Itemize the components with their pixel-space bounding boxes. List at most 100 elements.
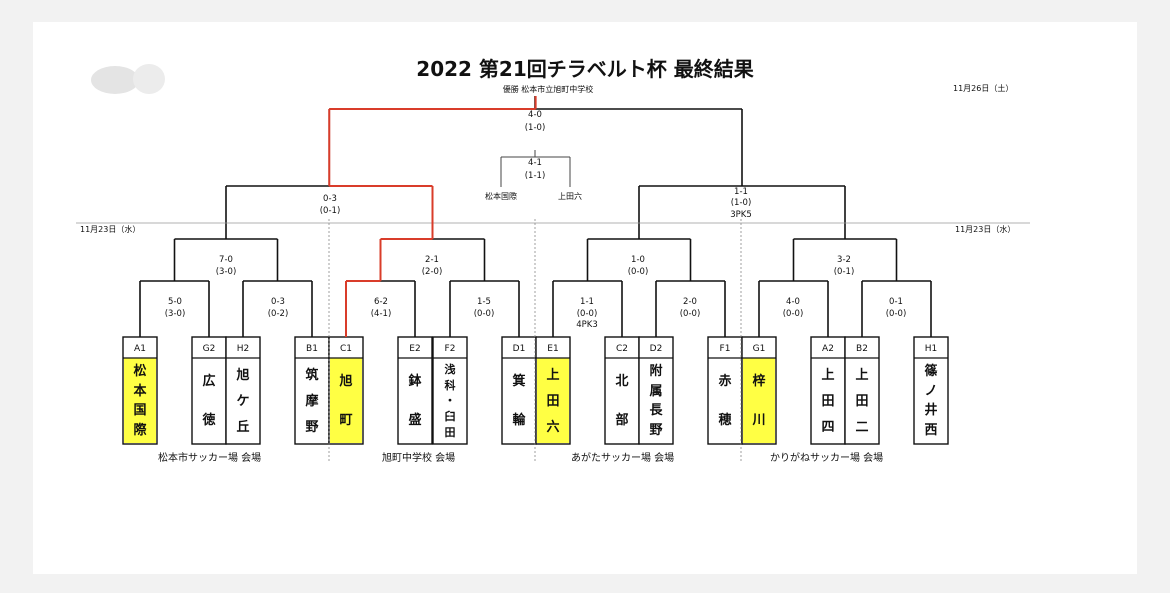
round1-date-left: 11月23日（水）: [80, 225, 141, 234]
team-name-char: 附: [649, 364, 663, 380]
r1-score: 0-3: [271, 297, 285, 307]
team-name-char: 箕: [512, 374, 526, 389]
team-box: [397, 336, 433, 445]
r1-halftime: (0-0): [473, 309, 495, 319]
team-code: G1: [752, 344, 766, 354]
team-name-char: 輪: [512, 413, 526, 428]
team-name: 松本国際: [123, 362, 157, 440]
team-name-char: 丘: [236, 419, 250, 435]
team-code: F2: [444, 344, 456, 354]
team-name-char: 町: [339, 413, 353, 428]
team-name-char: 科: [444, 378, 456, 392]
team-code: G2: [202, 344, 216, 354]
winner-highlight: [743, 358, 775, 443]
team-name: 北部: [605, 362, 639, 440]
team-name-char: 部: [615, 413, 629, 428]
team-name: 旭町: [329, 362, 363, 440]
team-name: 上田二: [845, 362, 879, 440]
team-code: C2: [615, 344, 629, 354]
third-place-team-right: 上田六: [558, 192, 582, 201]
team-name-char: 長: [649, 403, 663, 419]
r1-halftime: (0-0): [576, 309, 598, 319]
team-name-char: 旭: [236, 367, 250, 383]
team-name-char: 属: [649, 383, 663, 399]
team-name-char: ケ: [236, 393, 250, 409]
team-name-char: 井: [924, 403, 938, 419]
team-code: D2: [649, 344, 663, 354]
team-name-char: 浅: [444, 363, 456, 377]
winner-highlight: [124, 358, 156, 443]
team-name-char: 田: [444, 425, 456, 439]
team-name-char: 広: [202, 374, 216, 389]
bracket-sheet: [33, 22, 1137, 574]
team-name: 赤穂: [708, 362, 742, 440]
team-code: H1: [924, 344, 938, 354]
team-name-char: 野: [649, 422, 663, 438]
team-code: A1: [134, 344, 146, 354]
team-code: E2: [409, 344, 421, 354]
team-name-char: 赤: [718, 374, 732, 389]
r1-halftime: (0-2): [267, 309, 289, 319]
team-name-char: 北: [615, 374, 629, 389]
team-code: D1: [512, 344, 526, 354]
team-name-char: ・: [444, 394, 456, 408]
team-name-char: 臼: [444, 410, 456, 424]
qf-halftime: (0-0): [627, 267, 649, 277]
team-box: [604, 336, 640, 445]
qf-halftime: (2-0): [421, 267, 443, 277]
team-name-char: 摩: [305, 393, 319, 409]
team-box: [225, 336, 261, 445]
team-name-char: 筑: [305, 367, 319, 383]
qf-score: 7-0: [219, 255, 233, 265]
team-name-char: 田: [855, 393, 869, 409]
qf-halftime: (0-1): [833, 267, 855, 277]
team-name: 浅科・臼田: [433, 362, 467, 440]
venue-label: かりがねサッカー場 会場: [770, 453, 884, 464]
team-code: C1: [339, 344, 353, 354]
qf-halftime: (3-0): [215, 267, 237, 277]
semi-right-score: 1-1: [734, 187, 748, 197]
team-name-char: 際: [133, 422, 147, 438]
r1-score: 2-0: [683, 297, 697, 307]
team-name-char: 二: [855, 419, 869, 435]
team-code: A2: [822, 344, 834, 354]
r1-halftime: (0-0): [885, 309, 907, 319]
r1-score: 4-0: [786, 297, 800, 307]
champion-label: 優勝 松本市立旭町中学校: [502, 85, 594, 94]
final-date: 11月26日（土）: [953, 84, 1014, 93]
r1-score: 0-1: [889, 297, 903, 307]
team-name-char: 四: [821, 419, 835, 435]
team-name: 上田六: [536, 362, 570, 440]
team-code: F1: [719, 344, 731, 354]
team-name-char: 国: [133, 403, 147, 419]
r1-halftime: (0-0): [782, 309, 804, 319]
team-code: E1: [547, 344, 559, 354]
r1-halftime: (3-0): [164, 309, 186, 319]
team-name-char: 松: [133, 364, 147, 380]
team-name-char: ノ: [924, 383, 938, 399]
team-name: 鉢盛: [398, 362, 432, 440]
team-box: [432, 336, 468, 445]
qf-score: 3-2: [837, 255, 851, 265]
semi-left-score: 0-3: [323, 194, 337, 204]
semi-right-pk: 3PK5: [730, 210, 752, 220]
team-name-char: 野: [305, 419, 319, 435]
round1-date-right: 11月23日（水）: [955, 225, 1016, 234]
team-name-char: 上: [821, 367, 835, 383]
team-code: B1: [306, 344, 318, 354]
r1-halftime: (0-0): [679, 309, 701, 319]
r1-pk: 4PK3: [576, 320, 598, 330]
team-name-char: 上: [546, 367, 560, 383]
r1-score: 1-5: [477, 297, 491, 307]
qf-score: 1-0: [631, 255, 645, 265]
team-name: 筑摩野: [295, 362, 329, 440]
venue-label: 旭町中学校 会場: [382, 453, 456, 464]
page-title: 2022 第21回チラベルト杯 最終結果: [416, 57, 754, 81]
team-name: 箕輪: [502, 362, 536, 440]
team-name-char: 梓: [752, 374, 766, 389]
r1-score: 5-0: [168, 297, 182, 307]
team-name-char: 盛: [408, 413, 422, 428]
team-box: [707, 336, 743, 445]
team-code: H2: [236, 344, 250, 354]
